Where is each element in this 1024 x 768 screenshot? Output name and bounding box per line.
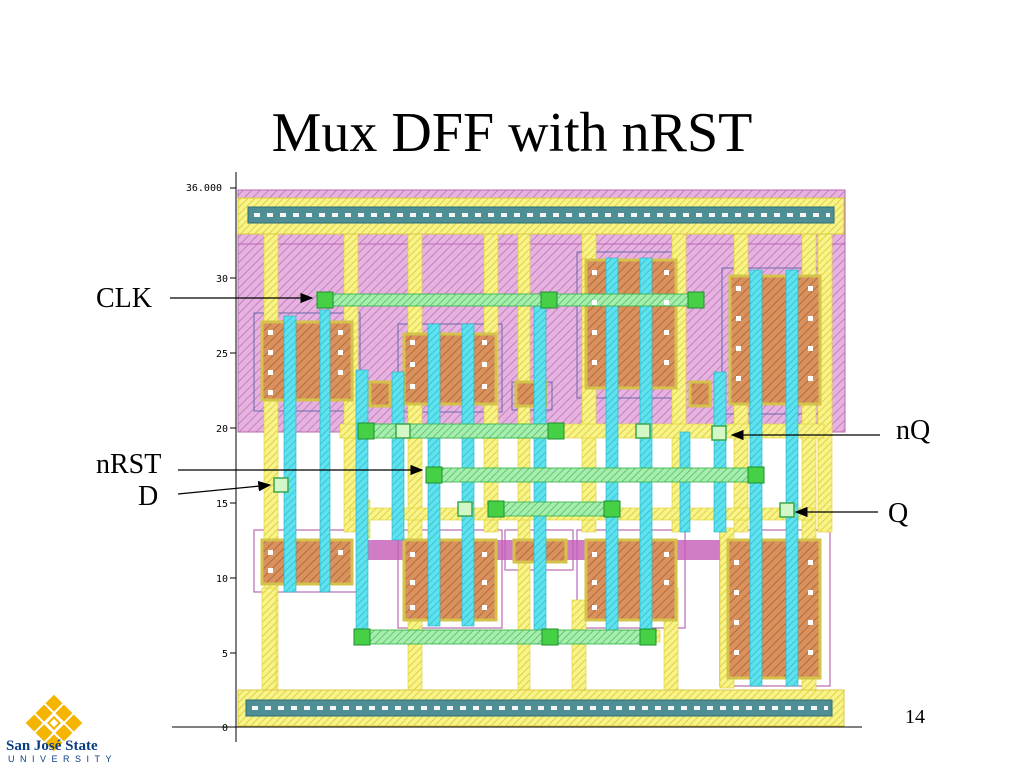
y-tick-label: 0 bbox=[222, 723, 228, 734]
gnd-rail bbox=[237, 689, 845, 727]
y-tick-label: 5 bbox=[222, 649, 228, 660]
diffusion-contacts bbox=[268, 270, 813, 655]
logo-subtitle: UNIVERSITY bbox=[8, 754, 118, 764]
pin-label-clk: CLK bbox=[96, 283, 152, 314]
y-tick-label: 36.000 bbox=[186, 183, 222, 194]
pin-label-q: Q bbox=[888, 498, 909, 529]
pin-arrows bbox=[170, 292, 880, 518]
slide-title: Mux DFF with nRST bbox=[271, 102, 753, 164]
via-contacts bbox=[316, 291, 765, 646]
y-tick-label: 10 bbox=[216, 574, 228, 585]
page-number: 14 bbox=[905, 706, 925, 728]
y-tick-label: 15 bbox=[216, 499, 228, 510]
y-tick-label: 25 bbox=[216, 349, 228, 360]
pin-label-nq: nQ bbox=[896, 415, 931, 446]
y-tick-label: 30 bbox=[216, 274, 228, 285]
vdd-rail bbox=[237, 197, 845, 235]
p-diffusion bbox=[260, 258, 822, 408]
metal2-layer bbox=[319, 293, 761, 645]
pin-label-nrst: nRST bbox=[96, 449, 162, 480]
y-tick-label: 20 bbox=[216, 424, 228, 435]
logo-name: San José State bbox=[6, 738, 98, 754]
y-axis: 36.000 30 25 20 15 10 5 0 bbox=[172, 172, 862, 742]
pin-label-d: D bbox=[138, 481, 159, 512]
university-logo bbox=[25, 694, 83, 752]
n-diffusion bbox=[260, 538, 822, 680]
input-pins bbox=[273, 423, 795, 518]
